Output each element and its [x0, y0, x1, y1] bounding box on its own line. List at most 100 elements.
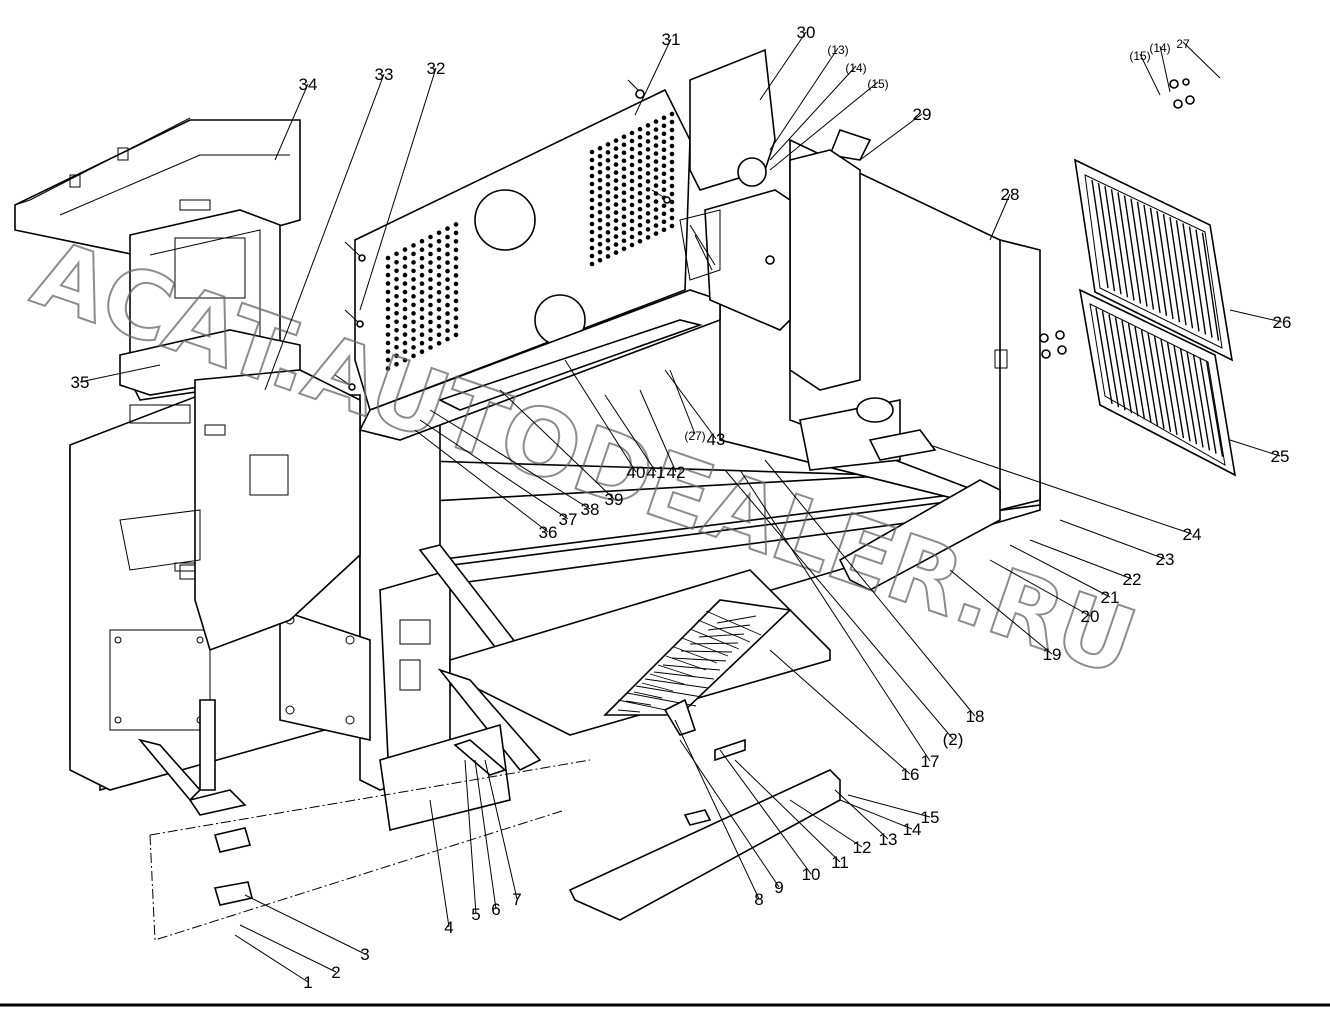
louvre-hole	[669, 175, 675, 181]
louvre-hole	[621, 134, 627, 140]
louvre-hole	[605, 254, 611, 259]
grille-bar	[1127, 323, 1146, 420]
louvre-hole	[597, 161, 603, 167]
leader-lines	[79, 31, 1283, 983]
louvre-hole	[385, 349, 391, 354]
louvre-hole	[394, 345, 399, 350]
louvre-hole	[411, 319, 416, 325]
louvre-hole	[411, 251, 416, 257]
louvre-hole	[621, 142, 627, 148]
louvre-hole	[411, 260, 416, 265]
louvre-hole	[419, 272, 425, 278]
leader-line	[734, 759, 841, 863]
louvre-hole	[453, 264, 459, 270]
louvre-hole	[428, 294, 433, 299]
louvre-hole	[597, 209, 603, 215]
louvre-hole	[453, 230, 459, 236]
louvre-hole	[419, 238, 425, 244]
grille-bar	[1156, 210, 1174, 320]
louvre-hole	[411, 345, 416, 350]
louvre-hole	[385, 332, 391, 337]
side-panel-30	[679, 48, 791, 331]
louvre-hole	[453, 307, 459, 312]
louvre-hole	[428, 277, 433, 282]
louvre-hole	[637, 190, 643, 196]
grille-bar	[1205, 360, 1224, 457]
leader-line	[484, 759, 518, 900]
louvre-hole	[394, 336, 399, 342]
callout-label: (14)	[845, 61, 866, 75]
louvre-hole	[621, 198, 627, 204]
louvre-hole	[661, 115, 667, 121]
louvre-hole	[661, 179, 667, 185]
louvre-hole	[613, 242, 619, 247]
top-cover-31	[334, 79, 721, 441]
louvre-hole	[453, 239, 459, 244]
louvre-hole	[589, 149, 595, 155]
leader-line	[604, 394, 657, 473]
louvre-hole	[629, 218, 635, 224]
leader-line	[239, 924, 337, 973]
louvre-hole	[453, 298, 459, 304]
louvre-hole	[653, 215, 659, 220]
callout-label: 16	[901, 765, 920, 784]
callout-label: 30	[797, 23, 816, 42]
step-bar-12	[568, 698, 841, 921]
leader-line	[1229, 439, 1281, 457]
louvre-hole	[629, 146, 635, 152]
louvre-hole	[669, 151, 675, 157]
leader-line	[679, 739, 780, 888]
grille-bar	[1199, 357, 1217, 454]
leader-line	[664, 369, 717, 440]
louvre-hole	[411, 243, 416, 248]
louvre-hole	[385, 340, 391, 346]
louvre-hole	[597, 185, 603, 191]
callout-label: 23	[1156, 550, 1175, 569]
louvre-hole	[436, 298, 442, 304]
louvre-hole	[653, 207, 659, 212]
louvre-hole	[394, 268, 399, 274]
grille-bar	[1153, 335, 1172, 433]
louvre-hole	[653, 175, 659, 180]
tread-line	[681, 637, 729, 657]
callout-label: 31	[662, 30, 681, 49]
louvre-hole	[411, 328, 416, 333]
louvre-hole	[453, 222, 459, 227]
tread-line	[698, 633, 745, 638]
louvre-hole	[419, 289, 425, 295]
louvre-hole	[402, 289, 408, 295]
leader-line	[724, 469, 954, 740]
louvre-hole	[436, 290, 442, 295]
louvre-hole	[394, 302, 399, 308]
louvre-hole	[402, 306, 408, 312]
louvre-hole	[402, 281, 408, 286]
louvre-hole	[597, 241, 603, 247]
grille-26	[1073, 158, 1234, 362]
louvre-hole	[605, 230, 611, 235]
louvre-hole	[645, 131, 651, 136]
leader-line	[674, 719, 760, 900]
louvre-hole	[436, 332, 442, 338]
louvre-hole	[445, 277, 450, 282]
callout-label: 34	[299, 75, 318, 94]
louvre-hole	[411, 285, 416, 291]
leader-line	[429, 409, 591, 510]
callout-label: 21	[1101, 588, 1120, 607]
louvre-hole	[419, 281, 425, 287]
louvre-hole	[653, 191, 659, 196]
louvre-hole	[402, 340, 408, 346]
callout-label: 39	[605, 490, 624, 509]
louvre-hole	[653, 231, 659, 236]
callout-label: 5	[471, 905, 480, 924]
tread-line	[625, 700, 652, 706]
louvre-hole	[669, 167, 675, 173]
louvre-hole	[605, 182, 611, 187]
leader-line	[464, 759, 477, 915]
grille-bar	[1166, 341, 1185, 439]
louvre-hole	[385, 366, 391, 371]
leader-line	[1229, 309, 1283, 323]
leader-line	[429, 799, 450, 928]
grille-bar	[1143, 204, 1161, 313]
tread-line	[671, 657, 727, 662]
callout-label: 33	[375, 65, 394, 84]
